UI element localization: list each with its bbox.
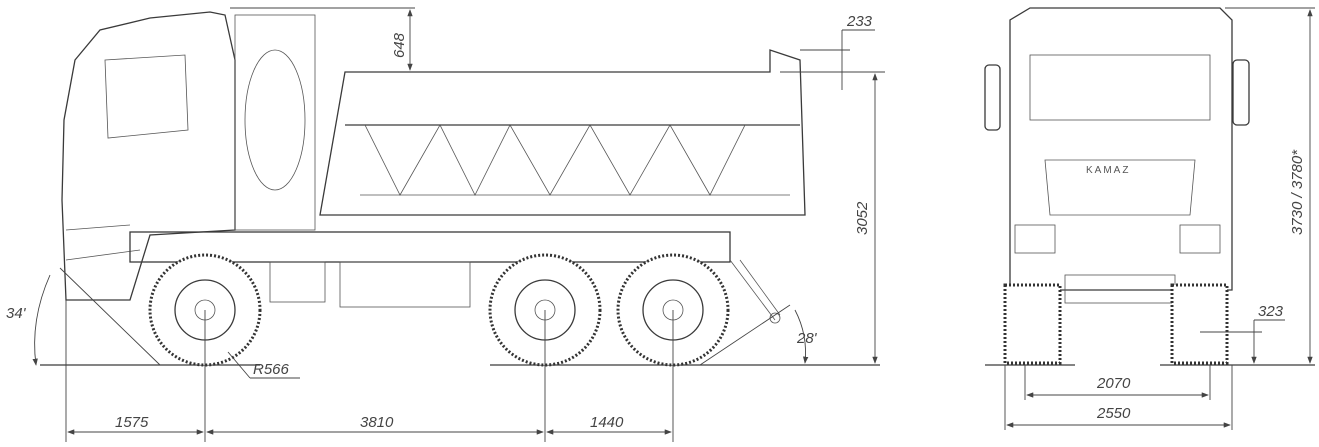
wheel-radius-label: R566 (253, 361, 290, 378)
ground-clearance-label: 323 (1258, 303, 1284, 320)
headlight-left (1014, 224, 1056, 254)
overall-width-label: 2550 (1096, 405, 1131, 422)
approach-angle-label: 34' (6, 305, 27, 322)
body-ribs (364, 124, 746, 196)
front-tire-right (1170, 283, 1229, 365)
cab-top-label: 648 (391, 32, 408, 58)
departure-angle-label: 28' (796, 330, 818, 347)
front-overhang-label: 1575 (115, 414, 149, 431)
wheelbase-label: 3810 (360, 414, 394, 431)
cab-front (1009, 7, 1233, 291)
front-tire-left (1003, 283, 1062, 365)
height-label: 3052 (854, 201, 871, 235)
side-view: 1575 3810 1440 R566 34' 28' 3052 648 233 (6, 7, 885, 442)
body-top-label: 233 (846, 13, 873, 30)
mirror-right (1232, 59, 1250, 126)
cab-details (65, 224, 141, 261)
cab-window (104, 54, 189, 139)
spare-wheel (244, 49, 306, 191)
fuel-tanks (339, 261, 471, 308)
approach-angle-line (59, 267, 161, 366)
front-view: KAMAZ 2070 2550 3730 / 3780* 323 (984, 7, 1315, 430)
departure-angle-line (699, 304, 791, 366)
rear-underrun (729, 259, 781, 321)
windshield (1029, 54, 1211, 121)
axle-spacing-label: 1440 (590, 414, 624, 431)
dump-body (319, 49, 806, 216)
overall-height-label: 3730 / 3780* (1289, 149, 1306, 235)
brand-logo: KAMAZ (1086, 165, 1130, 176)
battery-box (269, 261, 326, 303)
grille (1044, 159, 1196, 216)
cab (61, 11, 236, 301)
headlight-right (1179, 224, 1221, 254)
mirror-left (984, 64, 1001, 131)
front-bumper (1064, 274, 1176, 304)
spare-wheel-rack (234, 14, 316, 231)
track-width-label: 2070 (1096, 375, 1131, 392)
